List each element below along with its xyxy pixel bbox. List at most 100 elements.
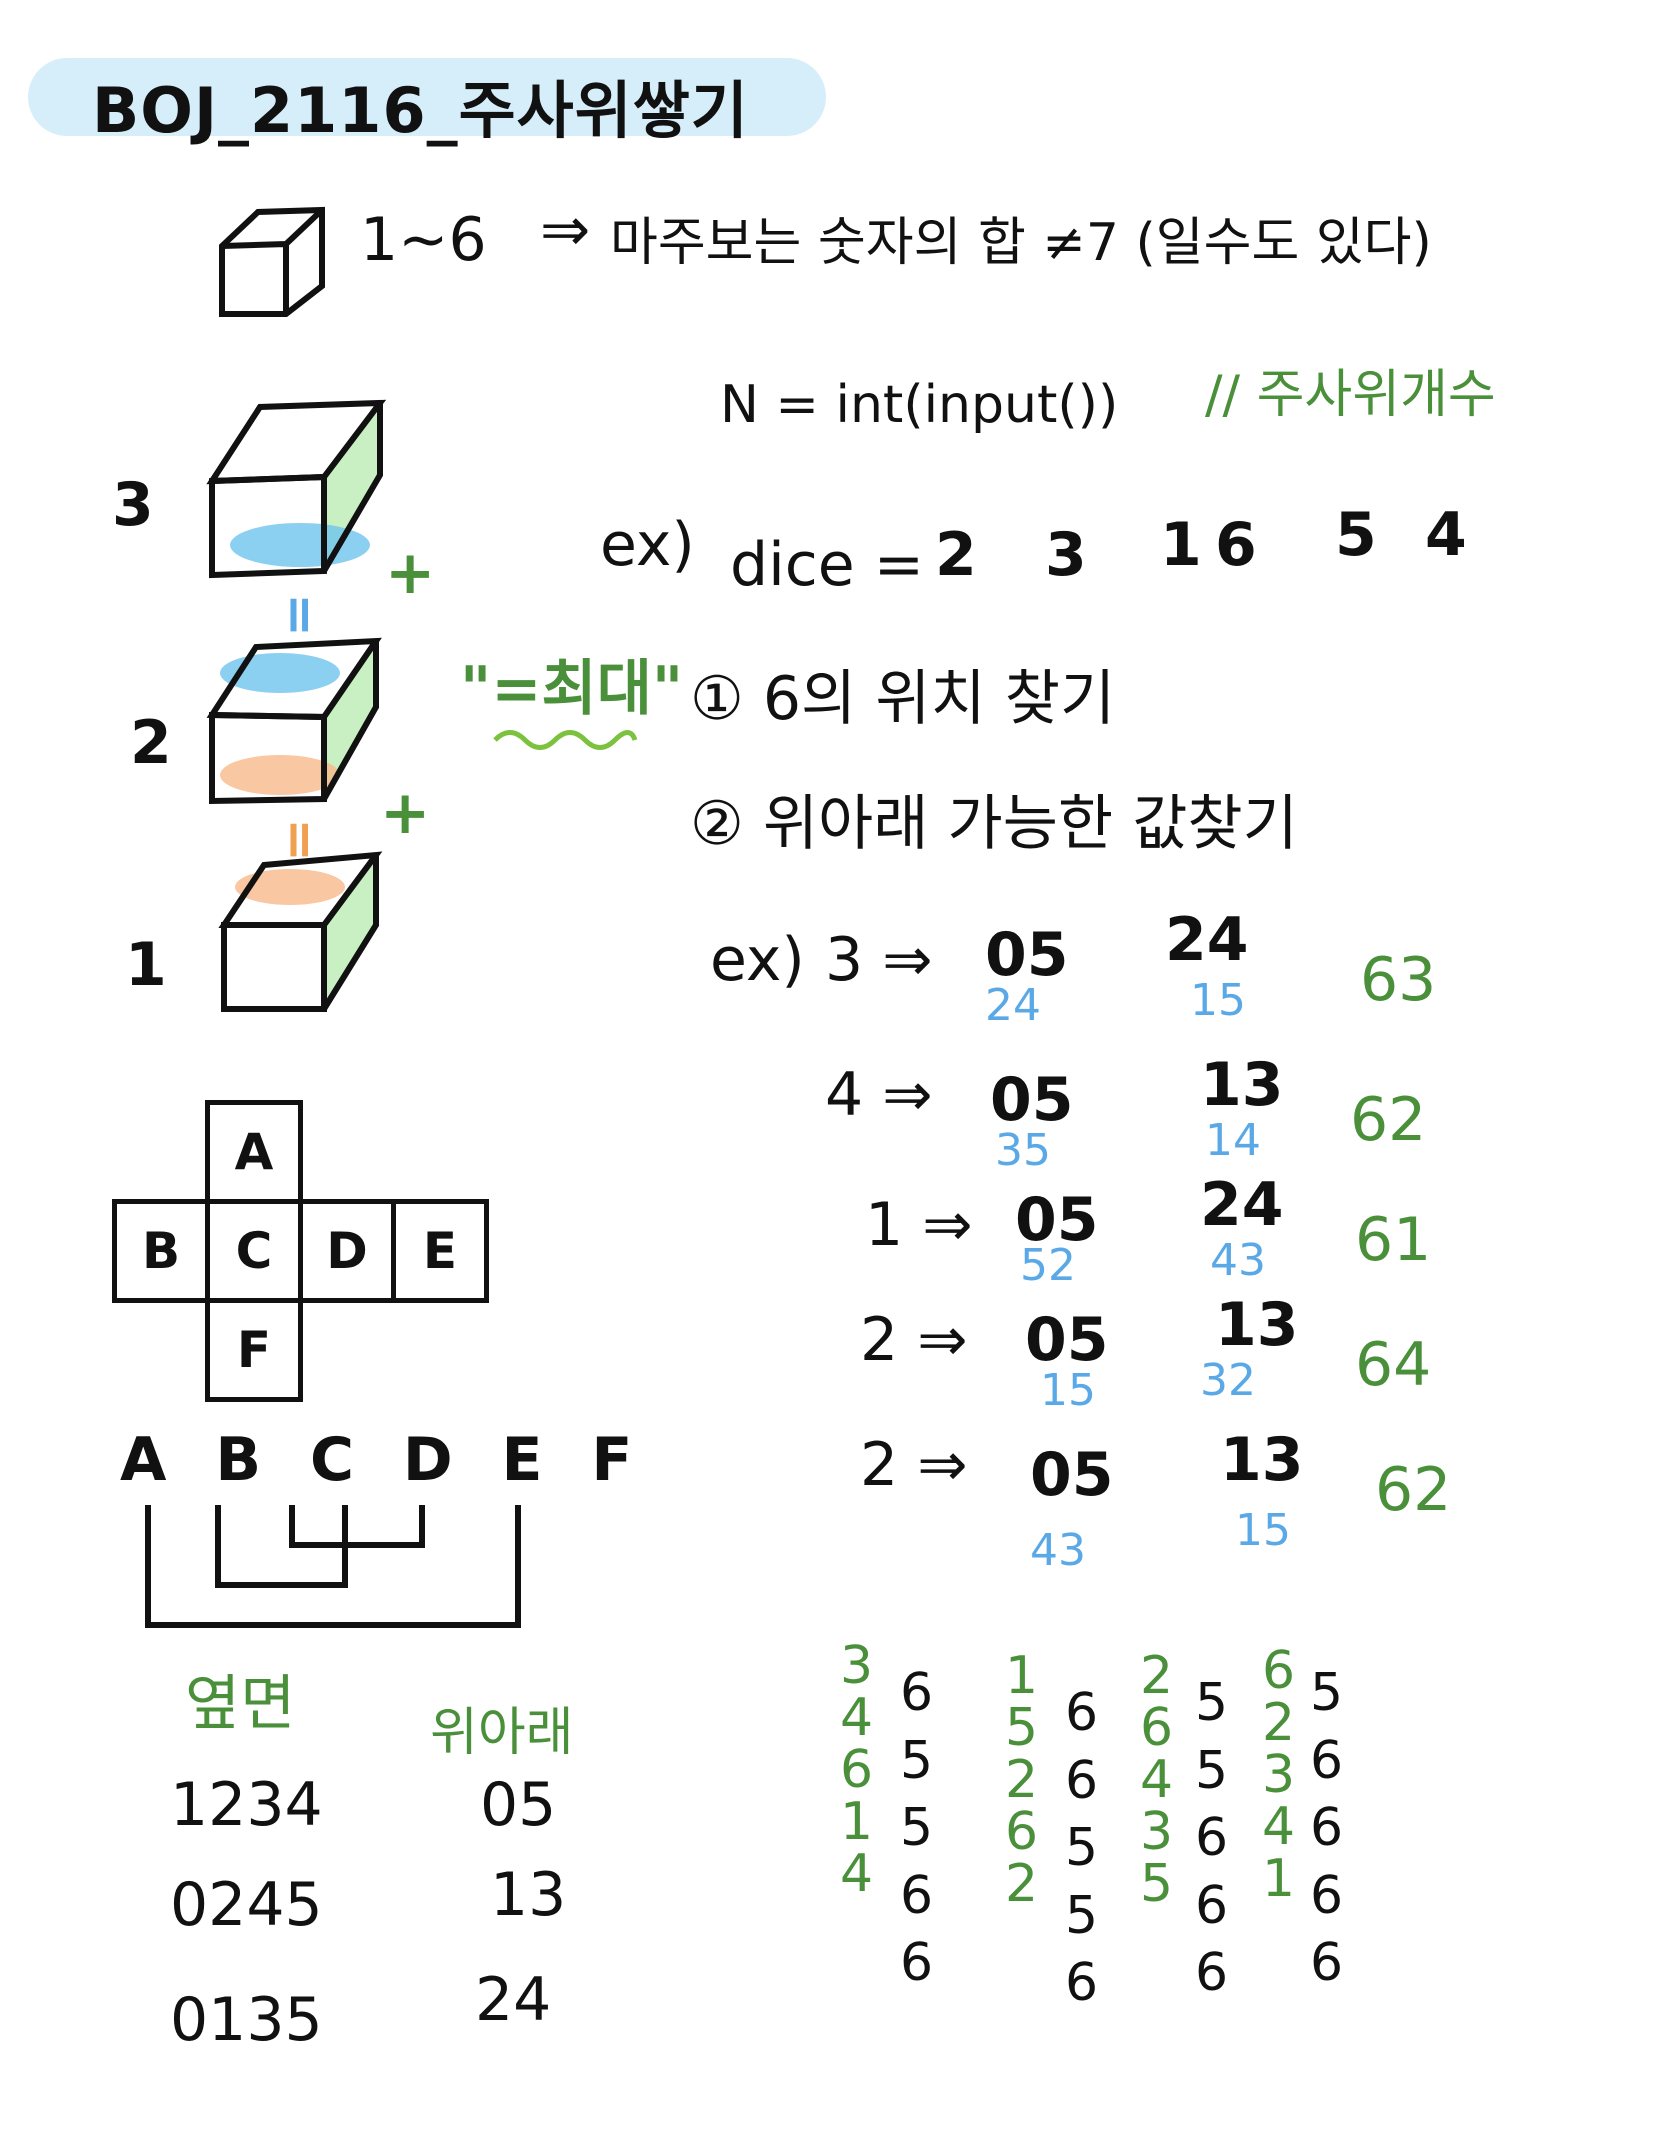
- column-value: 1: [1005, 1646, 1039, 1706]
- column-value: 6: [1005, 1802, 1039, 1862]
- dice-value: 6: [1215, 510, 1257, 580]
- trace-sub: 52: [1020, 1240, 1076, 1291]
- equal-mark-upper: =: [269, 593, 330, 637]
- trace-sub: 32: [1200, 1355, 1256, 1406]
- column-value: 6: [1310, 1865, 1344, 1926]
- trace-pair: 05: [1030, 1440, 1114, 1510]
- column-value: 6: [1065, 1750, 1099, 1811]
- rule-arrow: ⇒: [540, 195, 591, 265]
- rule-range: 1~6: [360, 205, 487, 275]
- column-3-green: 2 6 4 3 5: [1140, 1650, 1173, 1910]
- trace-sub: 43: [1210, 1235, 1266, 1286]
- trace-result: 61: [1355, 1205, 1432, 1275]
- trace-sub: 24: [985, 980, 1041, 1031]
- dice-value: 5: [1335, 500, 1377, 570]
- code-line: N = int(input()): [720, 375, 1119, 435]
- column-value: 4: [1262, 1797, 1296, 1857]
- faces-col1-header: 옆면: [185, 1669, 296, 1739]
- column-value: 5: [1065, 1818, 1099, 1879]
- faces-sides: 1234: [170, 1770, 323, 1840]
- trace-sub: 15: [1040, 1365, 1096, 1416]
- column-4-green: 6 2 3 4 1: [1262, 1645, 1295, 1905]
- column-3-black: 5 5 6 6 6: [1195, 1670, 1228, 2008]
- dice-stack-drawing: [206, 399, 387, 1012]
- trace-result: 62: [1375, 1455, 1452, 1525]
- column-value: 6: [1065, 1953, 1099, 2014]
- column-value: 5: [900, 1730, 934, 1791]
- trace-sub: 15: [1190, 975, 1246, 1026]
- faces-col2-header: 위아래: [430, 1703, 574, 1763]
- net-face-c: C: [205, 1199, 303, 1303]
- column-value: 6: [840, 1740, 874, 1800]
- cube-icon: [219, 206, 325, 317]
- trace-result: 62: [1350, 1085, 1427, 1155]
- column-value: 4: [840, 1688, 874, 1748]
- net-face-d: D: [298, 1199, 396, 1303]
- trace-sub: 15: [1235, 1505, 1291, 1556]
- faces-top-bottom: 24: [475, 1965, 552, 2035]
- trace-pair: 24: [1200, 1170, 1284, 1240]
- column-value: 6: [1195, 1808, 1229, 1869]
- trace-pair: 13: [1220, 1425, 1304, 1495]
- trace-lead: 2 ⇒: [860, 1305, 968, 1375]
- column-value: 1: [840, 1792, 874, 1852]
- trace-sub: 14: [1205, 1115, 1261, 1166]
- column-value: 6: [1310, 1798, 1344, 1859]
- column-value: 6: [1310, 1730, 1344, 1791]
- example-label: ex): [600, 510, 695, 580]
- trace-sub: 35: [995, 1125, 1051, 1176]
- column-value: 4: [840, 1844, 874, 1904]
- column-1-green: 3 4 6 1 4: [840, 1640, 873, 1900]
- dice-net: A B C D E F: [112, 1100, 580, 1402]
- title-highlight: [28, 58, 826, 136]
- column-value: 5: [1195, 1673, 1229, 1733]
- column-value: 6: [1262, 1641, 1296, 1701]
- column-value: 6: [1195, 1875, 1229, 1936]
- net-face-f: F: [205, 1298, 303, 1402]
- dice-value: 4: [1425, 500, 1467, 570]
- trace-lead: 3 ⇒: [825, 925, 933, 995]
- column-value: 1: [1262, 1849, 1296, 1909]
- trace-sub: 43: [1030, 1525, 1086, 1576]
- column-2-green: 1 5 2 6 2: [1005, 1650, 1038, 1910]
- equal-mark-lower: =: [269, 818, 330, 862]
- faces-sides: 0135: [170, 1985, 323, 2055]
- column-4-black: 5 6 6 6 6: [1310, 1660, 1343, 1998]
- stack-label-top: 3: [112, 470, 154, 540]
- max-annotation: "=최대": [460, 654, 684, 724]
- dice-value: 2: [935, 520, 977, 590]
- dice-label: dice =: [730, 530, 925, 600]
- column-value: 5: [1195, 1740, 1229, 1801]
- net-face-a: A: [205, 1100, 303, 1204]
- trace-pair: 05: [1015, 1185, 1099, 1255]
- net-face-e: E: [391, 1199, 489, 1303]
- column-value: 4: [1140, 1750, 1174, 1810]
- step-1: ① 6의 위치 찾기: [690, 664, 1116, 734]
- column-value: 6: [900, 1663, 934, 1723]
- trace-lead: 1 ⇒: [865, 1190, 973, 1260]
- column-value: 2: [1005, 1854, 1039, 1914]
- net-face-b: B: [112, 1199, 210, 1303]
- column-value: 6: [900, 1933, 934, 1994]
- column-value: 6: [1310, 1933, 1344, 1994]
- trace-pair: 05: [985, 920, 1069, 990]
- faces-top-bottom: 13: [490, 1860, 567, 1930]
- faces-sides: 0245: [170, 1870, 323, 1940]
- column-value: 3: [840, 1636, 874, 1696]
- trace-pair: 05: [990, 1065, 1074, 1135]
- trace-label: ex): [710, 925, 805, 995]
- column-value: 5: [1065, 1885, 1099, 1946]
- page-title: BOJ_2116_주사위쌓기: [92, 74, 749, 147]
- pairs-header: A B C D E F: [120, 1425, 647, 1495]
- trace-pair: 24: [1165, 905, 1249, 975]
- column-2-black: 6 6 5 5 6: [1065, 1680, 1098, 2018]
- column-value: 5: [900, 1798, 934, 1859]
- trace-lead: 2 ⇒: [860, 1430, 968, 1500]
- column-value: 5: [1005, 1698, 1039, 1758]
- column-value: 2: [1140, 1646, 1174, 1706]
- column-value: 2: [1005, 1750, 1039, 1810]
- stack-label-middle: 2: [130, 708, 172, 778]
- squiggle-underline: [493, 730, 638, 750]
- column-value: 3: [1262, 1745, 1296, 1805]
- trace-pair: 13: [1215, 1290, 1299, 1360]
